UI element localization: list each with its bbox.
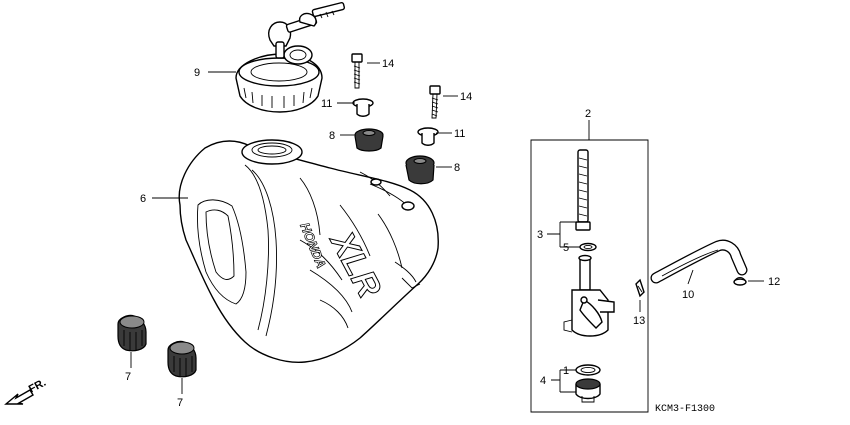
fuel-cap-assembly xyxy=(235,1,346,113)
rubber-mount-lower xyxy=(405,155,435,185)
front-direction-indicator: FR. xyxy=(4,377,48,405)
front-arrow-icon xyxy=(4,389,34,405)
fuel-cock-box xyxy=(530,139,649,413)
callout-9: 9 xyxy=(194,67,200,79)
rubber-mount-upper xyxy=(354,128,384,152)
collar-right xyxy=(417,127,439,146)
cushion-left xyxy=(117,314,147,352)
callout-5: 5 xyxy=(563,242,569,254)
callout-6: 6 xyxy=(140,193,146,205)
front-arrow-label: FR. xyxy=(27,377,48,396)
collar-left xyxy=(352,98,374,117)
callout-8b: 8 xyxy=(454,162,460,174)
callout-14b: 14 xyxy=(460,91,472,103)
bolt-right xyxy=(429,85,441,119)
callout-7a: 7 xyxy=(125,371,131,383)
fuel-tank: HONDA XLR xyxy=(178,139,439,364)
diagram-code: KCM3-F1300 xyxy=(655,404,715,415)
callout-10: 10 xyxy=(682,289,694,301)
callout-12: 12 xyxy=(768,276,780,288)
callout-14a: 14 xyxy=(382,58,394,70)
fuel-cock-valve xyxy=(563,254,615,337)
callout-7b: 7 xyxy=(177,397,183,409)
clip-13 xyxy=(635,278,645,298)
callout-13: 13 xyxy=(633,315,645,327)
fuel-strainer xyxy=(575,149,591,231)
callout-2: 2 xyxy=(585,108,591,120)
cushion-right xyxy=(167,340,197,378)
drain-cup xyxy=(575,364,601,403)
callout-4: 4 xyxy=(540,375,546,387)
callout-11b: 11 xyxy=(454,128,465,140)
hose-clip-12 xyxy=(733,277,747,286)
bolt-left xyxy=(351,53,363,89)
leader-lines xyxy=(130,62,764,394)
callout-8a: 8 xyxy=(329,130,335,142)
o-ring-5 xyxy=(579,242,597,252)
callout-numbers: 9 14 11 8 14 11 8 6 7 7 2 3 5 1 4 10 12 … xyxy=(125,58,780,409)
callout-11a: 11 xyxy=(321,98,332,110)
fuel-hose xyxy=(650,239,748,284)
callout-3: 3 xyxy=(537,229,543,241)
callout-1: 1 xyxy=(563,365,569,377)
